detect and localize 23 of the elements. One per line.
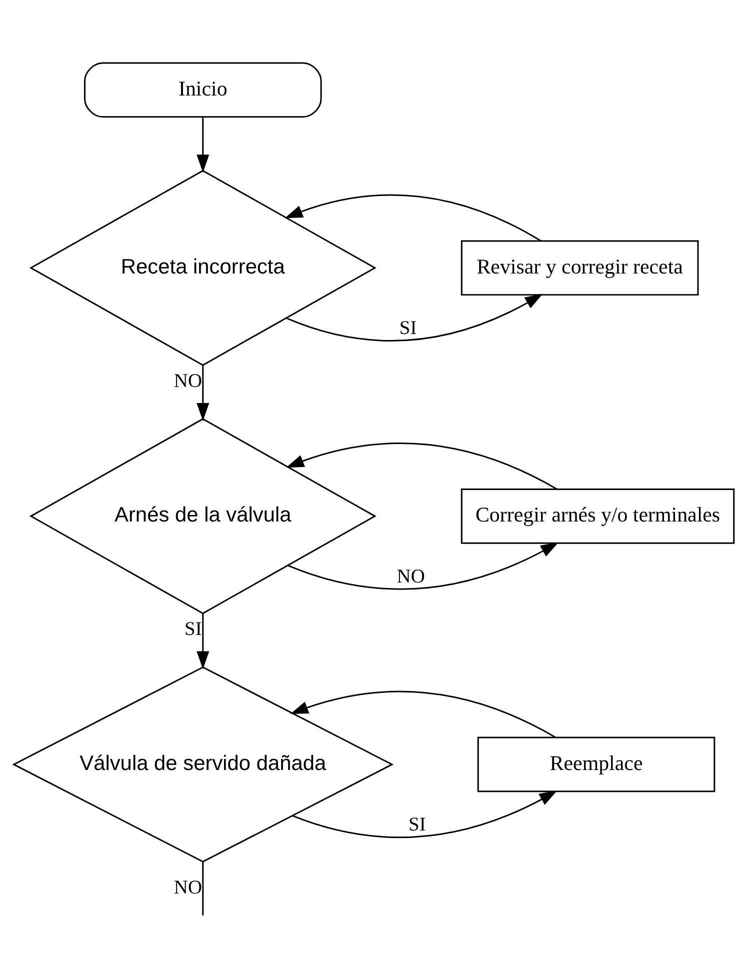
node-box: Inicio <box>84 62 322 118</box>
arrow <box>286 442 557 490</box>
arrow <box>288 542 559 590</box>
arrow <box>196 116 210 173</box>
node-diamond: Receta incorrecta <box>29 170 376 366</box>
node-diamond: Válvula de servido dañada <box>12 666 394 863</box>
edge-label: SI <box>408 814 426 836</box>
arrow <box>286 294 543 342</box>
edge-label: NO <box>396 566 425 588</box>
arrow <box>290 690 556 738</box>
edge-label: NO <box>174 370 202 392</box>
node-box: Corregir arnés y/o terminales <box>460 488 735 544</box>
node-diamond: Arnés de la válvula <box>29 418 376 614</box>
arrow <box>284 194 542 242</box>
node-box: Revisar y corregir receta <box>460 240 699 296</box>
connector <box>202 862 204 916</box>
arrow <box>196 614 210 670</box>
arrow <box>292 790 558 838</box>
arrow <box>196 366 210 421</box>
edge-label: SI <box>399 318 417 339</box>
edge-label: SI <box>184 619 202 640</box>
edge-label: NO <box>174 877 202 898</box>
node-box: Reemplace <box>477 736 716 792</box>
